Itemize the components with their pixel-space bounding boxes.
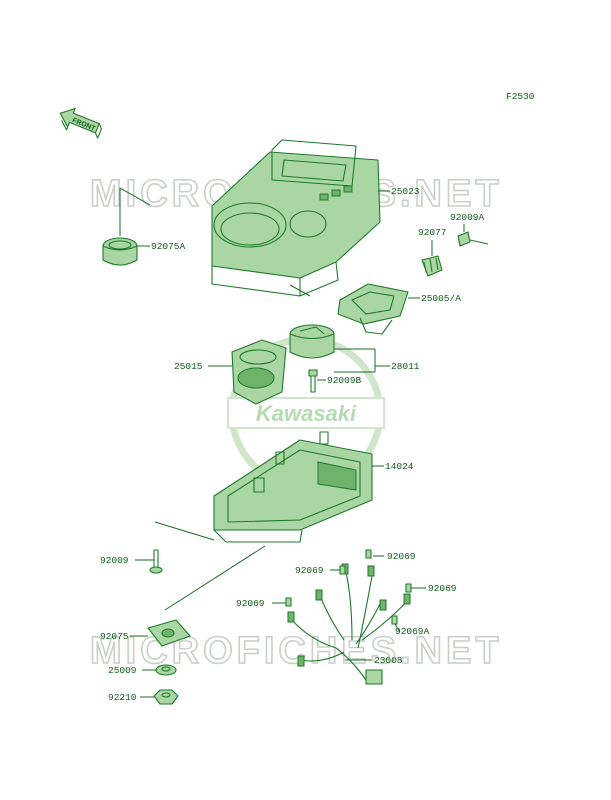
- gear-92077-part: [421, 255, 443, 277]
- watermark-bottom: MICROFICHES.NET: [90, 630, 503, 672]
- part-label-92077: 92077: [418, 227, 447, 238]
- part-label-92210: 92210: [108, 692, 137, 703]
- ring-92075A-part: [102, 237, 138, 266]
- part-label-92069-right: 92069: [428, 583, 457, 594]
- meter-25005A-part: [337, 283, 409, 335]
- nut-92210-part: [153, 689, 179, 705]
- front-arrow-icon: FRONT: [59, 107, 102, 139]
- washer-25009-part: [155, 664, 177, 676]
- meter-28011-part: [289, 324, 335, 359]
- meter-cover-part: [211, 139, 381, 297]
- part-label-92009A: 92009A: [450, 212, 485, 223]
- part-label-92069A: 92069A: [395, 626, 430, 637]
- screw-92009A-part: [457, 231, 489, 247]
- kawasaki-logo-text: Kawasaki: [256, 401, 357, 426]
- part-label-25015: 25015: [174, 361, 203, 372]
- part-label-92069-left: 92069: [295, 565, 324, 576]
- part-label-23008: 23008: [374, 655, 403, 666]
- part-label-92009B: 92009B: [327, 375, 362, 386]
- part-label-92069-lower: 92069: [236, 598, 265, 609]
- part-label-14024: 14024: [385, 461, 414, 472]
- part-label-25023: 25023: [391, 186, 420, 197]
- screw-92009B-part: [308, 369, 318, 393]
- meter-25015-part: [231, 339, 287, 405]
- part-label-92009: 92009: [100, 555, 129, 566]
- part-label-28011: 28011: [391, 361, 420, 372]
- part-label-25009: 25009: [108, 665, 137, 676]
- part-label-25005A: 25005/A: [421, 293, 461, 304]
- diagram-code: F2530: [506, 91, 535, 102]
- part-label-92075A: 92075A: [151, 241, 186, 252]
- screw-92009-part: [149, 549, 163, 574]
- caps-92069-part: [285, 549, 412, 625]
- meter-case-part: [213, 431, 373, 543]
- grommet-92075-part: [147, 619, 191, 647]
- part-label-92069-top: 92069: [387, 551, 416, 562]
- part-label-92075: 92075: [100, 631, 129, 642]
